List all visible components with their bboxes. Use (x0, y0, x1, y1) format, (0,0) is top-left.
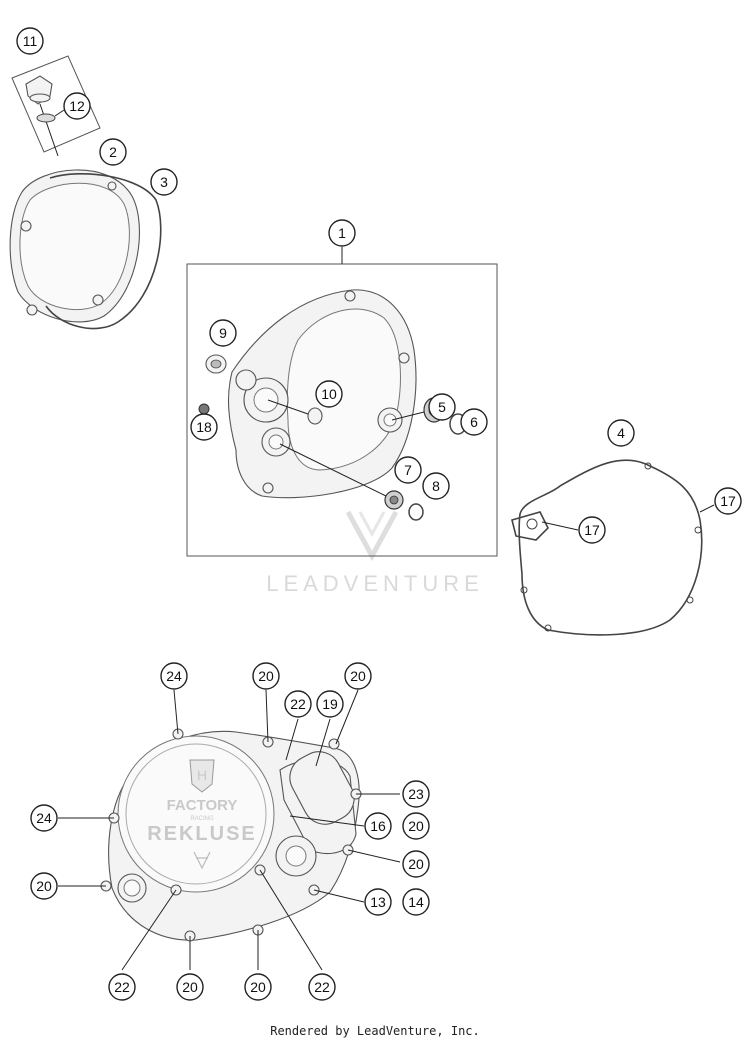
svg-text:9: 9 (219, 325, 227, 341)
svg-text:22: 22 (314, 979, 330, 995)
retaining-ring-8[interactable] (408, 503, 424, 521)
plug-18[interactable] (198, 403, 210, 415)
callout-14[interactable]: 14 (402, 888, 430, 916)
callout-24a[interactable]: 24 (160, 662, 188, 690)
oil-filler-plug[interactable] (25, 75, 59, 157)
svg-text:4: 4 (617, 425, 625, 441)
seal-9[interactable] (205, 354, 227, 374)
callout-17b[interactable]: 17 (714, 487, 742, 515)
svg-text:1: 1 (338, 225, 346, 241)
bushing-10[interactable] (267, 399, 323, 425)
callout-19[interactable]: 19 (316, 690, 344, 718)
callout-4[interactable]: 4 (607, 419, 635, 447)
svg-text:20: 20 (408, 856, 424, 872)
svg-text:18: 18 (196, 419, 212, 435)
callout-12[interactable]: 12 (63, 92, 91, 120)
svg-text:24: 24 (36, 810, 52, 826)
callout-20c[interactable]: 20 (402, 812, 430, 840)
callout-7[interactable]: 7 (394, 456, 422, 484)
footer-credit: Rendered by LeadVenture, Inc. (270, 1024, 480, 1038)
cover-sub: RACING (190, 816, 214, 822)
callout-3[interactable]: 3 (150, 168, 178, 196)
callout-5[interactable]: 5 (428, 393, 456, 421)
callout-20e[interactable]: 20 (30, 872, 58, 900)
svg-text:23: 23 (408, 786, 424, 802)
svg-text:13: 13 (370, 894, 386, 910)
callout-20g[interactable]: 20 (244, 973, 272, 1001)
svg-text:19: 19 (322, 696, 338, 712)
svg-text:17: 17 (584, 522, 600, 538)
callout-9[interactable]: 9 (209, 319, 237, 347)
callout-20b[interactable]: 20 (344, 662, 372, 690)
callout-16[interactable]: 16 (364, 812, 392, 840)
svg-text:11: 11 (23, 33, 38, 49)
callouts: 1 2 3 4 5 6 7 8 9 10 11 12 13 14 16 17 1… (16, 27, 742, 1001)
svg-text:20: 20 (250, 979, 266, 995)
bottom-leaders (58, 689, 401, 971)
callout-18[interactable]: 18 (190, 413, 218, 441)
svg-text:16: 16 (370, 818, 386, 834)
cover-brand: FACTORY (167, 797, 238, 814)
outer-clutch-cover-group (9, 55, 162, 330)
callout-2[interactable]: 2 (99, 138, 127, 166)
callout-22b[interactable]: 22 (108, 973, 136, 1001)
callout-11[interactable]: 11 (16, 27, 44, 55)
callout-20d[interactable]: 20 (402, 850, 430, 878)
svg-text:8: 8 (432, 478, 440, 494)
svg-text:20: 20 (258, 668, 274, 684)
callout-20a[interactable]: 20 (252, 662, 280, 690)
watermark-text: LEADVENTURE (266, 571, 484, 596)
callout-20f[interactable]: 20 (176, 973, 204, 1001)
svg-text:2: 2 (109, 144, 117, 160)
svg-text:20: 20 (350, 668, 366, 684)
callout-23[interactable]: 23 (402, 780, 430, 808)
svg-text:24: 24 (166, 668, 182, 684)
watermark: LEADVENTURE (266, 510, 484, 596)
svg-text:22: 22 (114, 979, 130, 995)
svg-text:17: 17 (720, 493, 736, 509)
svg-text:12: 12 (69, 98, 85, 114)
svg-text:20: 20 (408, 818, 424, 834)
callout-24b[interactable]: 24 (30, 804, 58, 832)
callout-6[interactable]: 6 (460, 408, 488, 436)
assembled-clutch-cover[interactable]: H FACTORY RACING REKLUSE (100, 728, 362, 942)
callout-22a[interactable]: 22 (284, 690, 312, 718)
cover-logo-mark: H (197, 767, 207, 783)
clutch-cover-gasket[interactable] (511, 459, 715, 636)
callout-22c[interactable]: 22 (308, 973, 336, 1001)
outer-cover-gasket[interactable] (45, 172, 162, 330)
svg-text:7: 7 (404, 462, 412, 478)
outer-clutch-cover[interactable] (9, 169, 140, 323)
callout-13[interactable]: 13 (364, 888, 392, 916)
cover-model: REKLUSE (147, 823, 257, 845)
svg-text:6: 6 (470, 414, 478, 430)
svg-text:20: 20 (182, 979, 198, 995)
oil-plug-inset-box (11, 55, 101, 153)
svg-text:10: 10 (321, 386, 337, 402)
svg-text:20: 20 (36, 878, 52, 894)
callout-17a[interactable]: 17 (578, 516, 606, 544)
svg-text:14: 14 (408, 894, 424, 910)
o-ring-12[interactable] (36, 109, 65, 123)
callout-1[interactable]: 1 (328, 219, 356, 247)
callout-10[interactable]: 10 (315, 380, 343, 408)
svg-text:5: 5 (438, 399, 446, 415)
callout-8[interactable]: 8 (422, 472, 450, 500)
svg-text:3: 3 (160, 174, 168, 190)
shaft-seal-7[interactable] (279, 443, 404, 510)
svg-text:22: 22 (290, 696, 306, 712)
